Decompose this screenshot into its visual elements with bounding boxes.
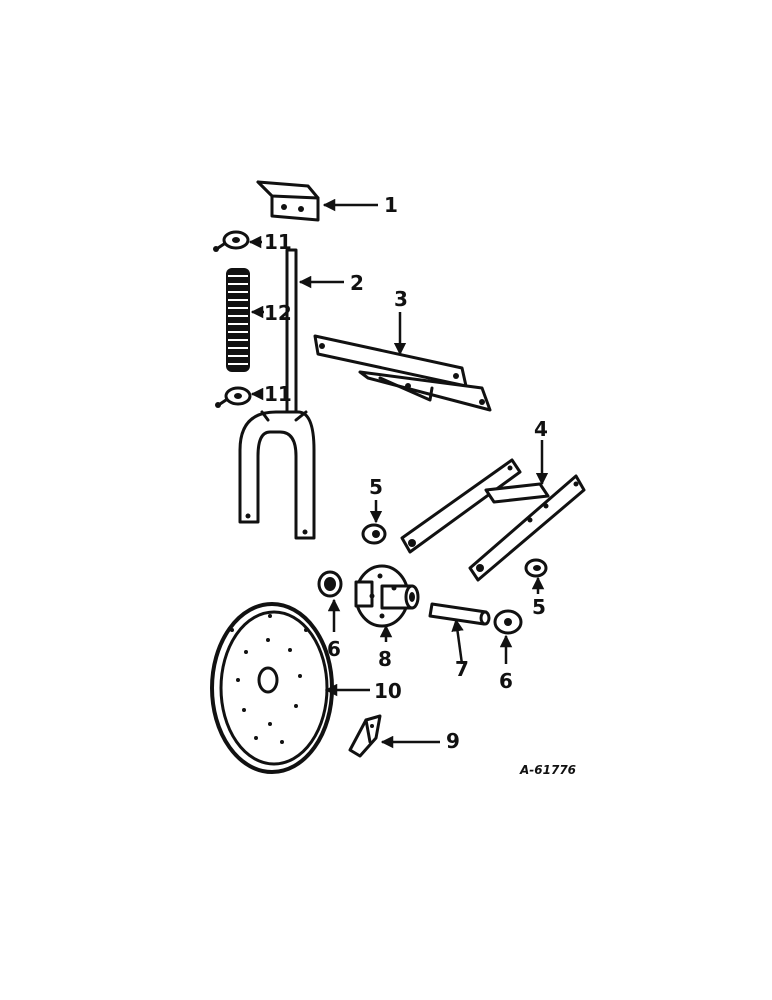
callout-10: 10 bbox=[374, 679, 402, 703]
callout-11-upper: 11 bbox=[264, 230, 292, 254]
part-9-scraper bbox=[348, 714, 382, 758]
callout-2: 2 bbox=[350, 271, 364, 295]
callout-6-right: 6 bbox=[499, 669, 513, 693]
part-6-spacer-left bbox=[317, 570, 343, 598]
part-7-pin bbox=[428, 602, 491, 626]
callout-3: 3 bbox=[394, 287, 408, 311]
callout-7: 7 bbox=[455, 657, 469, 681]
part-6-washer-right bbox=[493, 609, 523, 635]
part-5-bushing-right bbox=[524, 558, 548, 578]
callout-labels: 1 2 3 4 5 5 6 6 7 8 9 10 11 11 12 bbox=[264, 193, 548, 753]
part-2-fork bbox=[238, 248, 316, 540]
callout-11-lower: 11 bbox=[264, 382, 292, 406]
callout-4: 4 bbox=[534, 417, 548, 441]
callout-5-right: 5 bbox=[532, 595, 546, 619]
callout-12: 12 bbox=[264, 301, 292, 325]
part-1-bracket bbox=[256, 180, 320, 222]
callout-9: 9 bbox=[446, 729, 460, 753]
reference-code: A-61776 bbox=[519, 763, 576, 777]
part-11-collar-lower bbox=[215, 386, 252, 408]
part-10-disc bbox=[210, 602, 334, 774]
leader-lines bbox=[248, 198, 549, 749]
part-5-bushing-left bbox=[361, 523, 387, 545]
callout-6-left: 6 bbox=[327, 637, 341, 661]
callout-5-left: 5 bbox=[369, 475, 383, 499]
part-12-spring bbox=[226, 268, 250, 372]
callout-1: 1 bbox=[384, 193, 398, 217]
callout-8: 8 bbox=[378, 647, 392, 671]
part-4-frame bbox=[400, 458, 586, 582]
part-11-collar-upper bbox=[213, 230, 250, 252]
part-8-hub bbox=[354, 564, 420, 628]
part-3-arm bbox=[313, 334, 492, 412]
